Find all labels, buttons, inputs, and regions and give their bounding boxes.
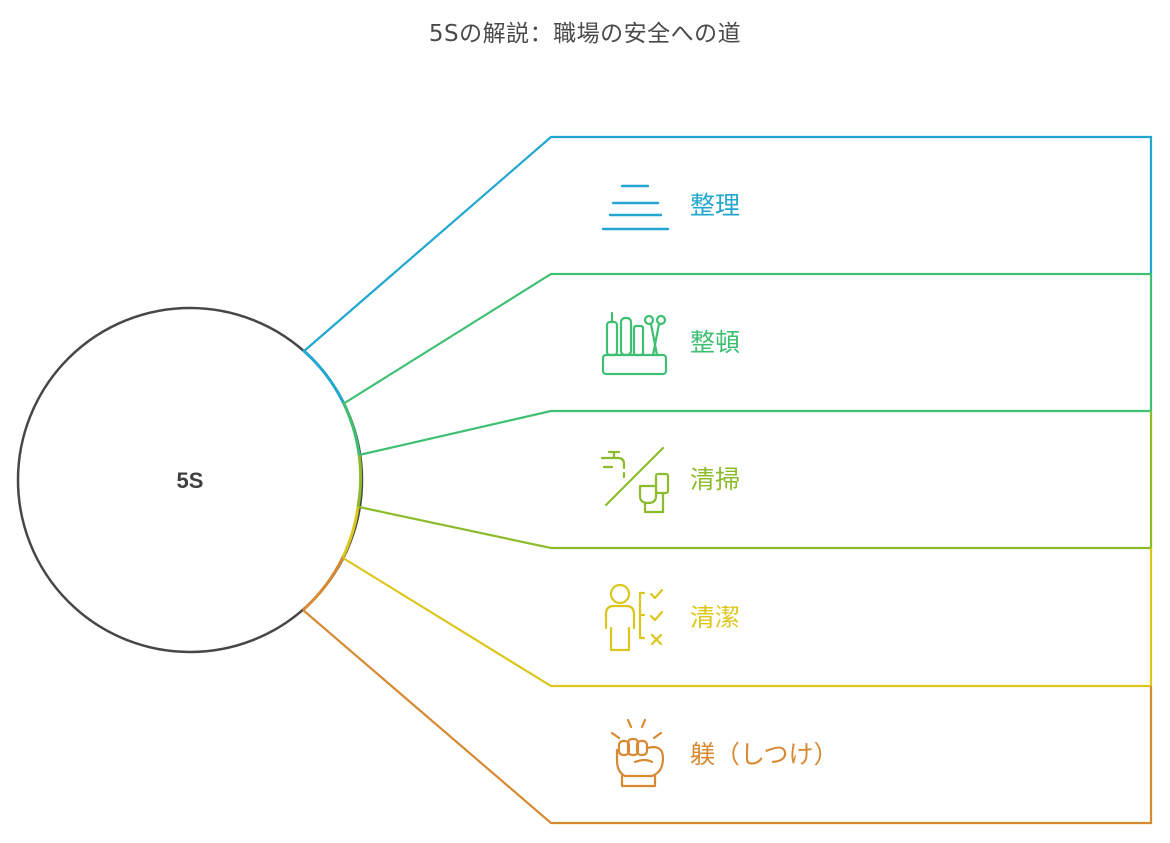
item-seiton: 整頓	[342, 272, 1153, 411]
item-label-seiri: 整理	[690, 191, 740, 220]
item-seiso: 清掃	[358, 409, 1153, 550]
faucet-toilet-icon	[600, 446, 670, 514]
item-label-seiso: 清掃	[690, 465, 740, 494]
person-checklist-icon	[604, 583, 664, 652]
arc-seiri	[302, 348, 345, 403]
arc-seiton	[341, 401, 361, 455]
item-seiri: 整理	[302, 135, 1153, 353]
arc-shitsuke	[301, 556, 345, 612]
arc-seiso	[356, 453, 363, 508]
item-seiketsu: 清潔	[342, 548, 1153, 688]
center-label: 5S	[177, 468, 204, 493]
fist-icon	[610, 718, 665, 788]
item-label-seiton: 整頓	[690, 328, 740, 357]
item-label-shitsuke: 躾（しつけ）	[690, 740, 839, 769]
item-label-seiketsu: 清潔	[690, 603, 740, 632]
tool-holder-icon	[601, 311, 668, 376]
arc-seiketsu	[341, 506, 360, 558]
item-shitsuke: 躾（しつけ）	[302, 609, 1153, 825]
diagram-title: 5Sの解説：職場の安全への道	[428, 21, 742, 47]
stack-lines-icon	[601, 184, 670, 231]
